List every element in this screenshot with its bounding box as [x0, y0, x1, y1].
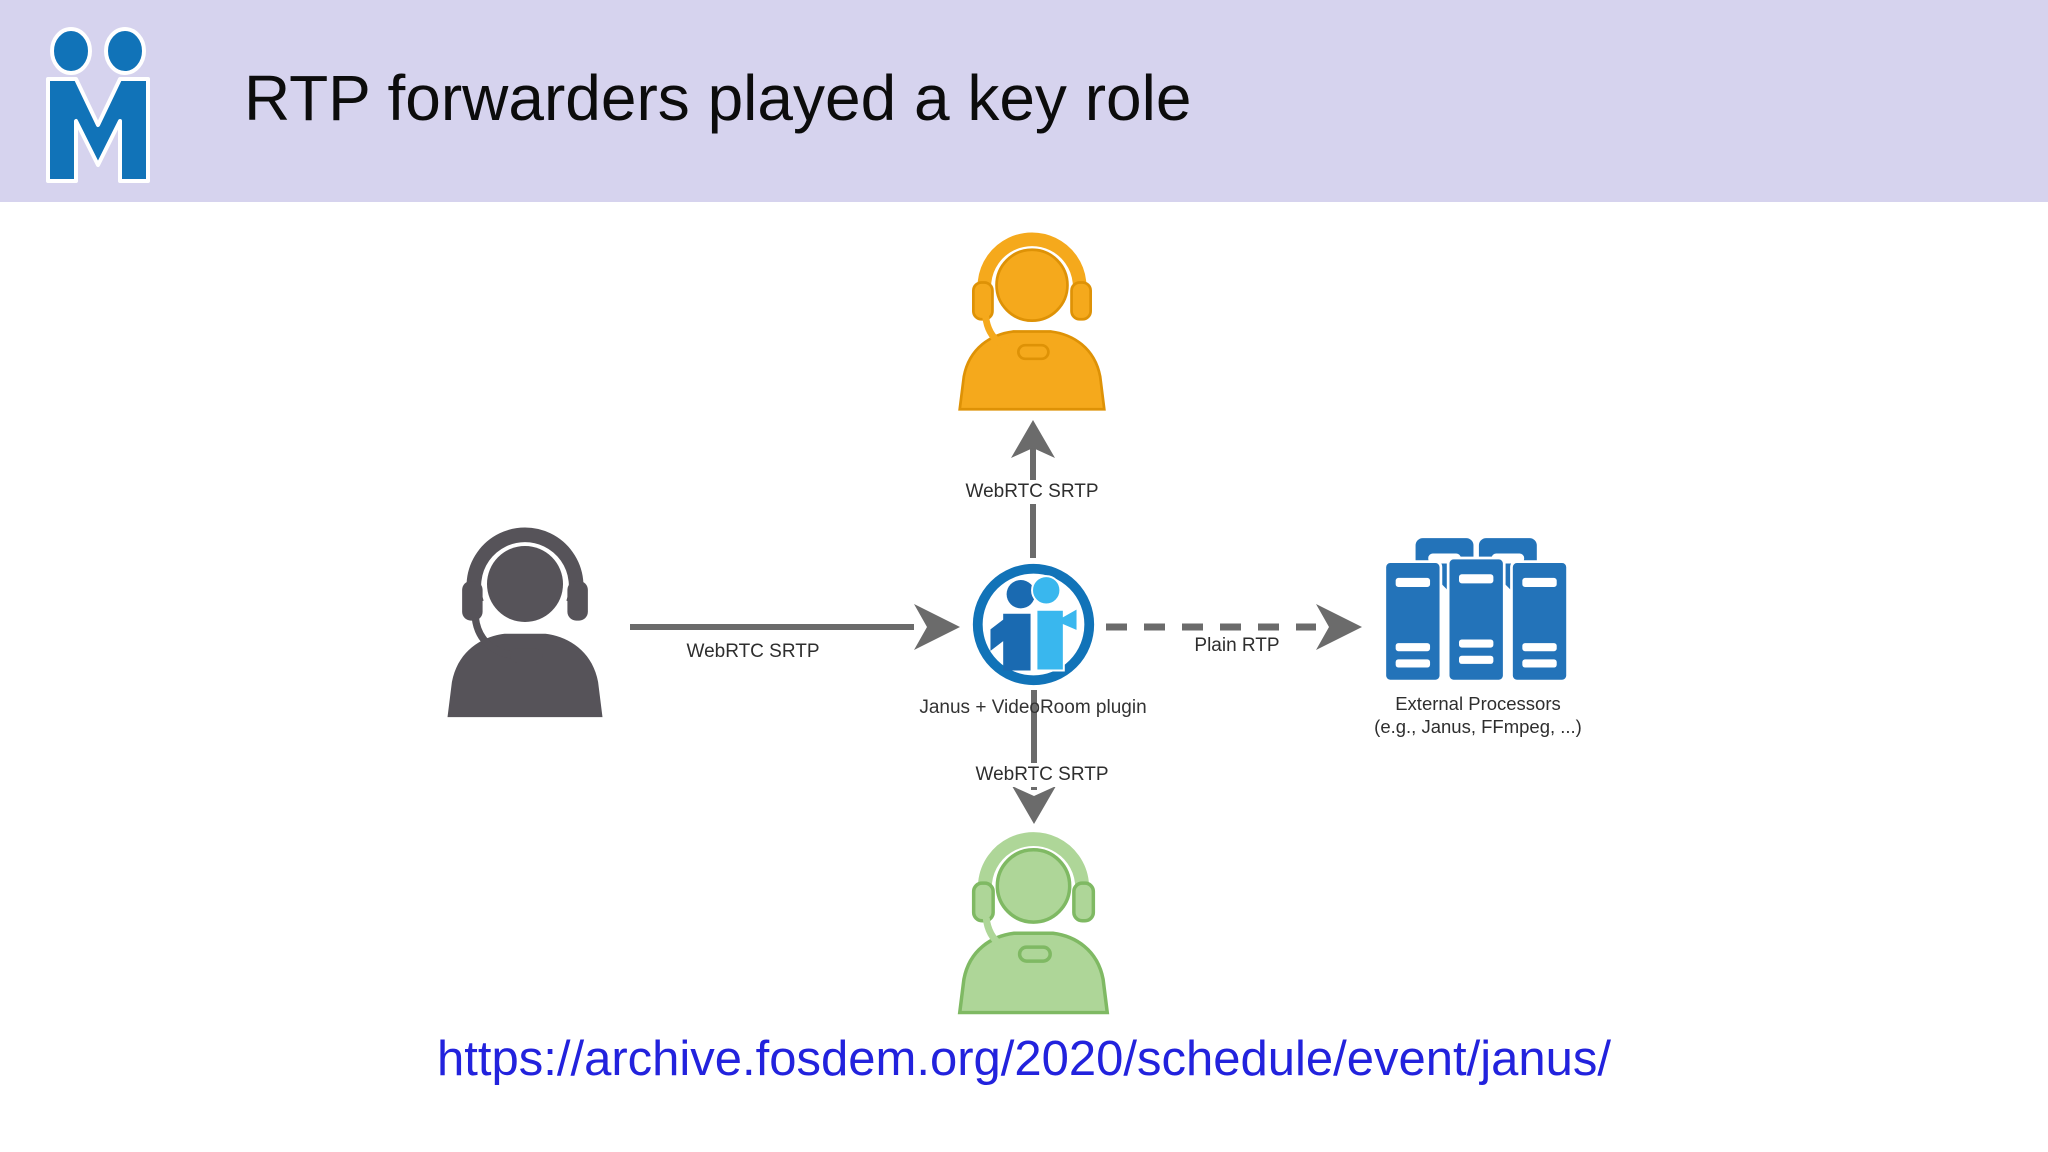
- external-processors-node: [1383, 538, 1573, 683]
- edge-label-webrtc-srtp-bottom: WebRTC SRTP: [967, 763, 1117, 787]
- janus-logo-icon: [972, 563, 1095, 686]
- edge-label-plain-rtp: Plain RTP: [1186, 634, 1288, 658]
- headset-person-icon: [447, 527, 603, 718]
- external-processors-label: External Processors (e.g., Janus, FFmpeg…: [1374, 692, 1582, 738]
- janus-node: [967, 558, 1100, 691]
- publisher-node: [437, 527, 613, 720]
- fosdem-archive-link[interactable]: https://archive.fosdem.org/2020/schedule…: [437, 1032, 1611, 1086]
- server-stack-icon: [1383, 538, 1569, 683]
- headset-person-icon: [957, 832, 1110, 1015]
- external-processors-label-line1: External Processors: [1395, 693, 1561, 714]
- page-title: RTP forwarders played a key role: [244, 62, 1192, 134]
- subscriber-bottom-node: [950, 829, 1117, 1018]
- headset-person-icon: [958, 232, 1106, 411]
- subscriber-top-node: [950, 232, 1114, 412]
- meetecho-logo-icon: [46, 27, 150, 183]
- edge-label-webrtc-srtp-left: WebRTC SRTP: [678, 640, 828, 664]
- janus-node-label: Janus + VideoRoom plugin: [919, 697, 1147, 718]
- external-processors-label-line2: (e.g., Janus, FFmpeg, ...): [1374, 716, 1582, 737]
- header-bar: RTP forwarders played a key role: [0, 0, 2048, 202]
- edge-label-webrtc-srtp-top: WebRTC SRTP: [957, 480, 1107, 504]
